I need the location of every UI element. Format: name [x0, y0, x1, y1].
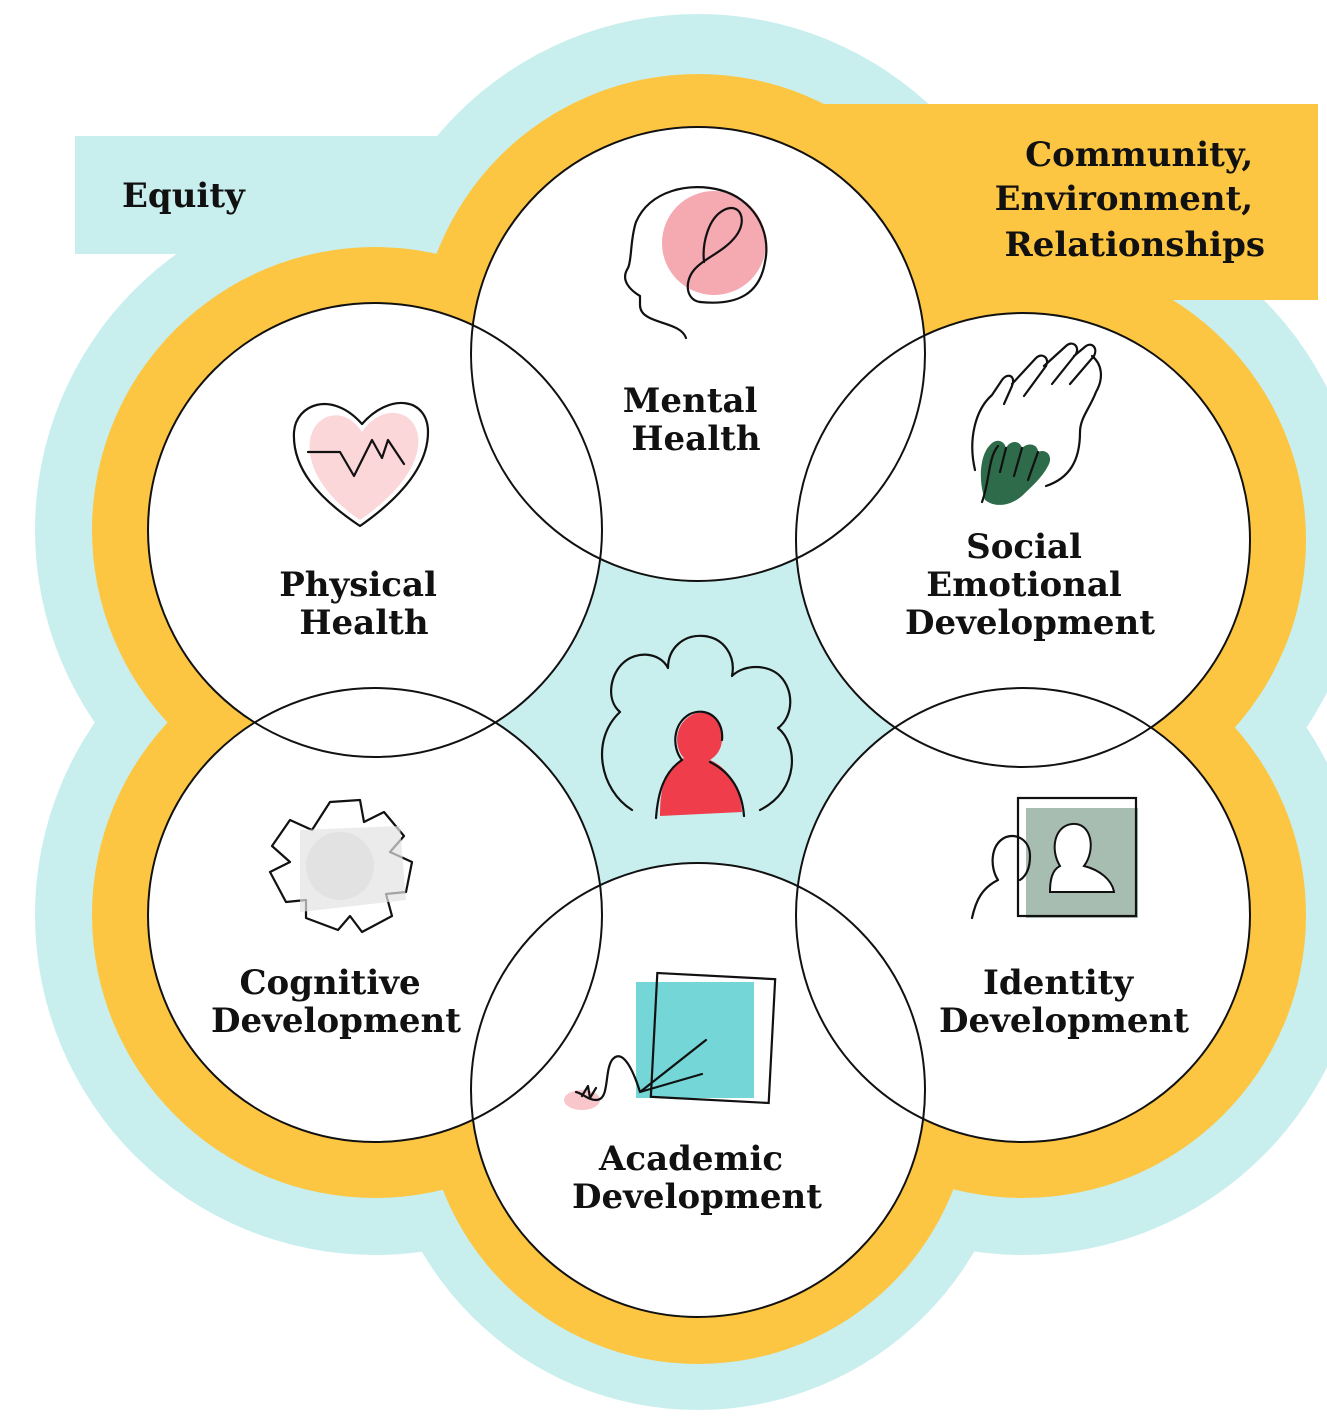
physical-health-label: Physical Health	[279, 565, 449, 643]
writing-paper-icon	[564, 971, 777, 1110]
social-emotional-label-line: Social	[966, 527, 1082, 567]
mental-health-label-line: Mental	[623, 381, 758, 421]
mental-health-label-line: Health	[631, 419, 760, 459]
identity-label-line: Identity	[983, 963, 1134, 1003]
cognitive-label: Cognitive Development	[211, 963, 461, 1041]
academic-label-line: Academic	[598, 1139, 783, 1179]
mental-health-label: Mental Health	[623, 381, 769, 459]
physical-health-label-line: Physical	[279, 565, 437, 605]
hands-icon	[971, 342, 1102, 505]
social-emotional-label-line: Emotional	[926, 565, 1122, 605]
academic-ring	[470, 862, 926, 1318]
social-emotional-label: Social Emotional Development	[905, 527, 1155, 643]
physical-health-ring	[147, 302, 603, 758]
heart-pulse-icon	[292, 401, 430, 528]
cognitive-label-line: Cognitive	[240, 963, 421, 1003]
gear-icon	[268, 798, 414, 934]
social-emotional-label-line: Development	[905, 603, 1155, 643]
academic-label: Academic Development	[572, 1139, 822, 1217]
group-people-icon	[600, 634, 793, 820]
head-brain-icon	[624, 186, 768, 340]
community-label: Community, Environment, Relationships	[995, 135, 1265, 265]
community-label-line: Environment,	[995, 179, 1254, 219]
portrait-mirror-icon	[970, 796, 1138, 920]
physical-health-label-line: Health	[299, 603, 428, 643]
social-emotional-ring	[795, 312, 1251, 768]
cognitive-label-line: Development	[211, 1001, 461, 1041]
identity-label-line: Development	[939, 1001, 1189, 1041]
equity-label: Equity	[122, 176, 246, 216]
community-label-line: Community,	[1025, 135, 1253, 175]
academic-label-line: Development	[572, 1177, 822, 1217]
cognitive-ring	[147, 687, 603, 1143]
mental-health-ring	[470, 126, 926, 582]
circle-outlines	[147, 126, 1251, 1318]
identity-label: Identity Development	[939, 963, 1189, 1041]
community-label-line: Relationships	[1004, 225, 1265, 265]
identity-ring	[795, 687, 1251, 1143]
